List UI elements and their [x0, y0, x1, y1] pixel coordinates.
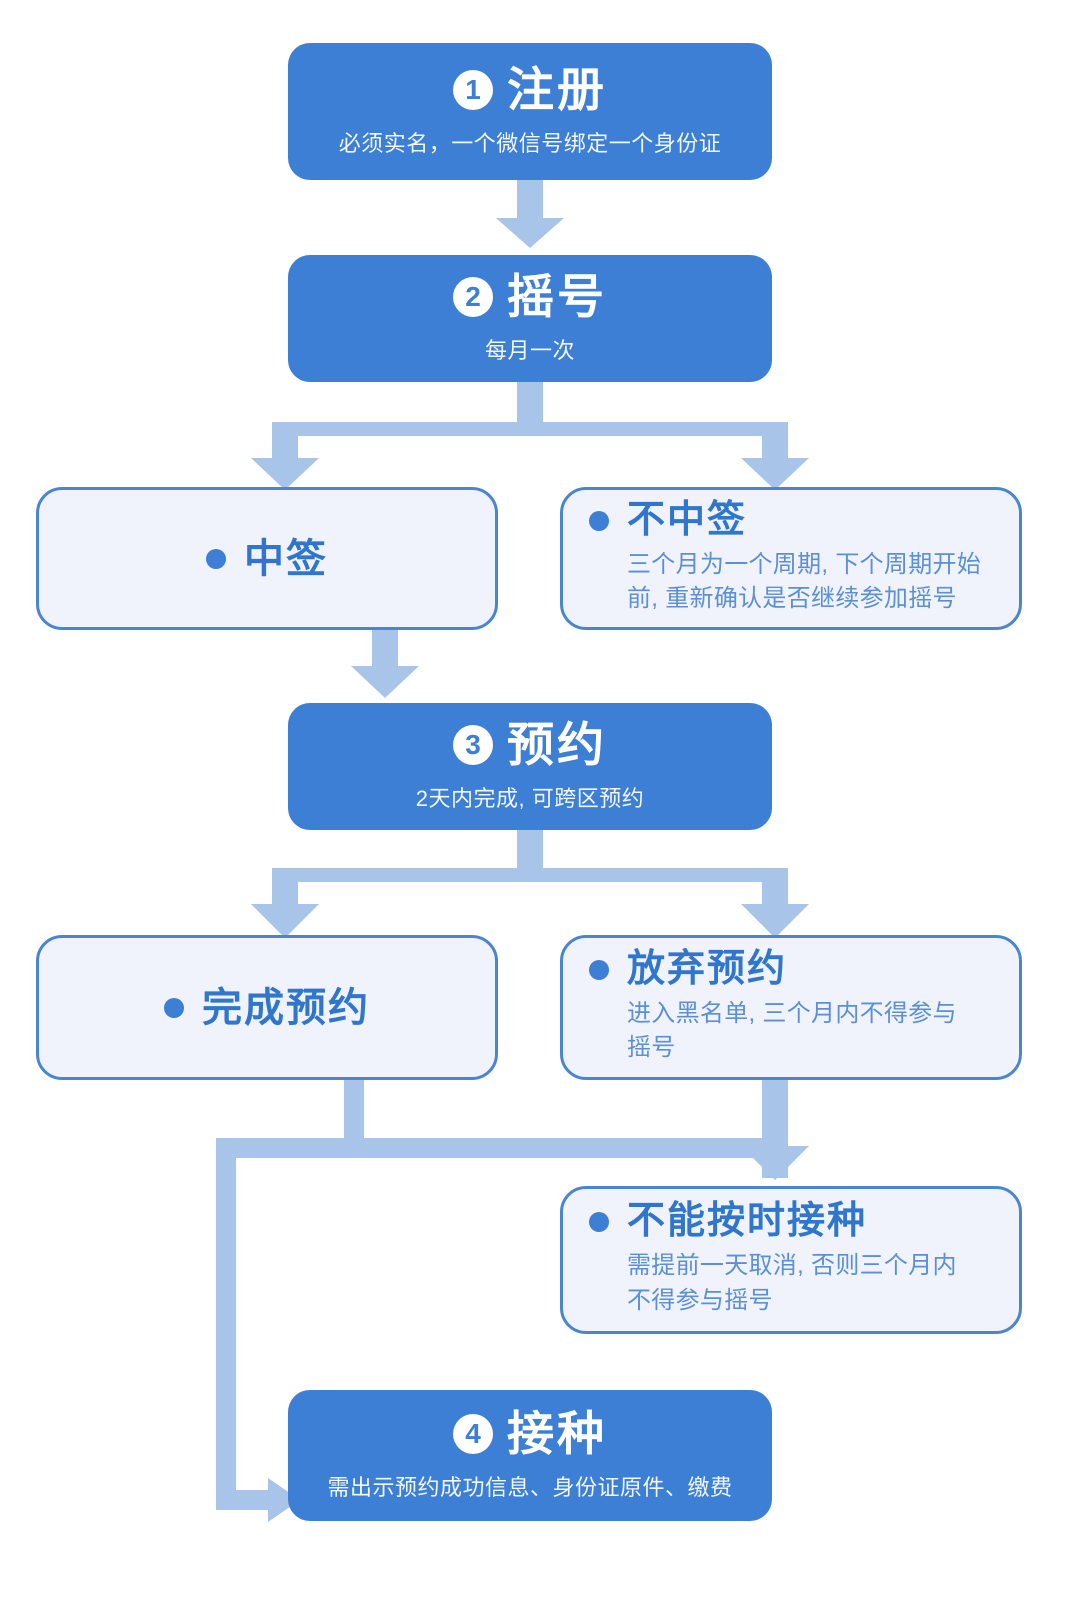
branch-zhongqian-head: 中签: [206, 537, 328, 581]
step-3-description: 2天内完成, 可跨区预约: [415, 786, 645, 812]
connector-wancheng-elbow: [344, 1138, 788, 1178]
step-1-number: 1: [453, 69, 493, 110]
bullet-dot-icon: [589, 510, 609, 531]
branch-buzhongqian-head: 不中签: [589, 498, 993, 542]
branch-box-zhongqian[interactable]: 中签: [36, 487, 498, 630]
step-3-title: 预约: [507, 717, 607, 771]
step-2-title-row: 2 摇号: [453, 269, 607, 323]
step-2-number: 2: [453, 276, 493, 317]
step-2-description: 每月一次: [484, 338, 575, 364]
step-box-1-register[interactable]: 1 注册 必须实名，一个微信号绑定一个身份证: [288, 43, 772, 180]
branch-buzhongqian-desc-line1: 三个月为一个周期, 下个周期开始: [627, 550, 982, 578]
branch-box-fangqi-yuyue[interactable]: 放弃预约 进入黑名单, 三个月内不得参与 摇号: [560, 935, 1022, 1080]
branch-fangqi-desc-line1: 进入黑名单, 三个月内不得参与: [627, 999, 957, 1027]
step-3-number: 3: [453, 724, 493, 765]
bullet-dot-icon: [589, 1212, 609, 1233]
branch-box-buzhongqian[interactable]: 不中签 三个月为一个周期, 下个周期开始 前, 重新确认是否继续参加摇号: [560, 487, 1022, 630]
branch-buzhongqian-title: 不中签: [627, 498, 748, 541]
branch-fangqi-head: 放弃预约: [589, 947, 993, 991]
branch-fangqi-desc-line2: 摇号: [627, 1034, 676, 1062]
branch-box-buneng-anshi-jiezhong[interactable]: 不能按时接种 需提前一天取消, 否则三个月内 不得参与摇号: [560, 1186, 1022, 1334]
branch-buneng-title: 不能按时接种: [627, 1200, 868, 1243]
branch-buneng-head: 不能按时接种: [589, 1200, 993, 1243]
step-2-title: 摇号: [507, 269, 607, 323]
step-box-3-appointment[interactable]: 3 预约 2天内完成, 可跨区预约: [288, 703, 772, 830]
bullet-dot-icon: [589, 959, 609, 980]
branch-buzhongqian-desc-line2: 前, 重新确认是否继续参加摇号: [627, 585, 957, 613]
step-1-title-row: 1 注册: [453, 62, 607, 116]
branch-wancheng-title: 完成预约: [202, 985, 370, 1030]
branch-buneng-desc-line1: 需提前一天取消, 否则三个月内: [627, 1252, 957, 1280]
step-3-title-row: 3 预约: [453, 717, 607, 771]
bullet-dot-icon: [164, 997, 184, 1018]
step-4-number: 4: [453, 1413, 493, 1454]
step-box-2-lottery[interactable]: 2 摇号 每月一次: [288, 255, 772, 382]
step-box-4-vaccination[interactable]: 4 接种 需出示预约成功信息、身份证原件、缴费: [288, 1390, 772, 1521]
bullet-dot-icon: [206, 548, 226, 569]
branch-box-wancheng-yuyue[interactable]: 完成预约: [36, 935, 498, 1080]
branch-zhongqian-title: 中签: [244, 536, 328, 581]
branch-buneng-desc-line2: 不得参与摇号: [627, 1286, 773, 1314]
branch-fangqi-title: 放弃预约: [627, 947, 788, 990]
step-4-title-row: 4 接种: [453, 1406, 607, 1460]
step-1-title: 注册: [507, 62, 607, 116]
step-4-title: 接种: [507, 1406, 607, 1460]
branch-wancheng-head: 完成预约: [164, 986, 370, 1030]
connector-zhongqian-to-step3: [351, 630, 419, 698]
step-1-description: 必须实名，一个微信号绑定一个身份证: [338, 131, 722, 157]
step-4-description: 需出示预约成功信息、身份证原件、缴费: [327, 1475, 733, 1501]
connector-step1-to-step2: [496, 180, 564, 248]
connector-fangqi-to-buneng: [741, 1078, 809, 1180]
connector-step2-split: [251, 382, 809, 490]
connector-step3-split: [251, 828, 809, 938]
